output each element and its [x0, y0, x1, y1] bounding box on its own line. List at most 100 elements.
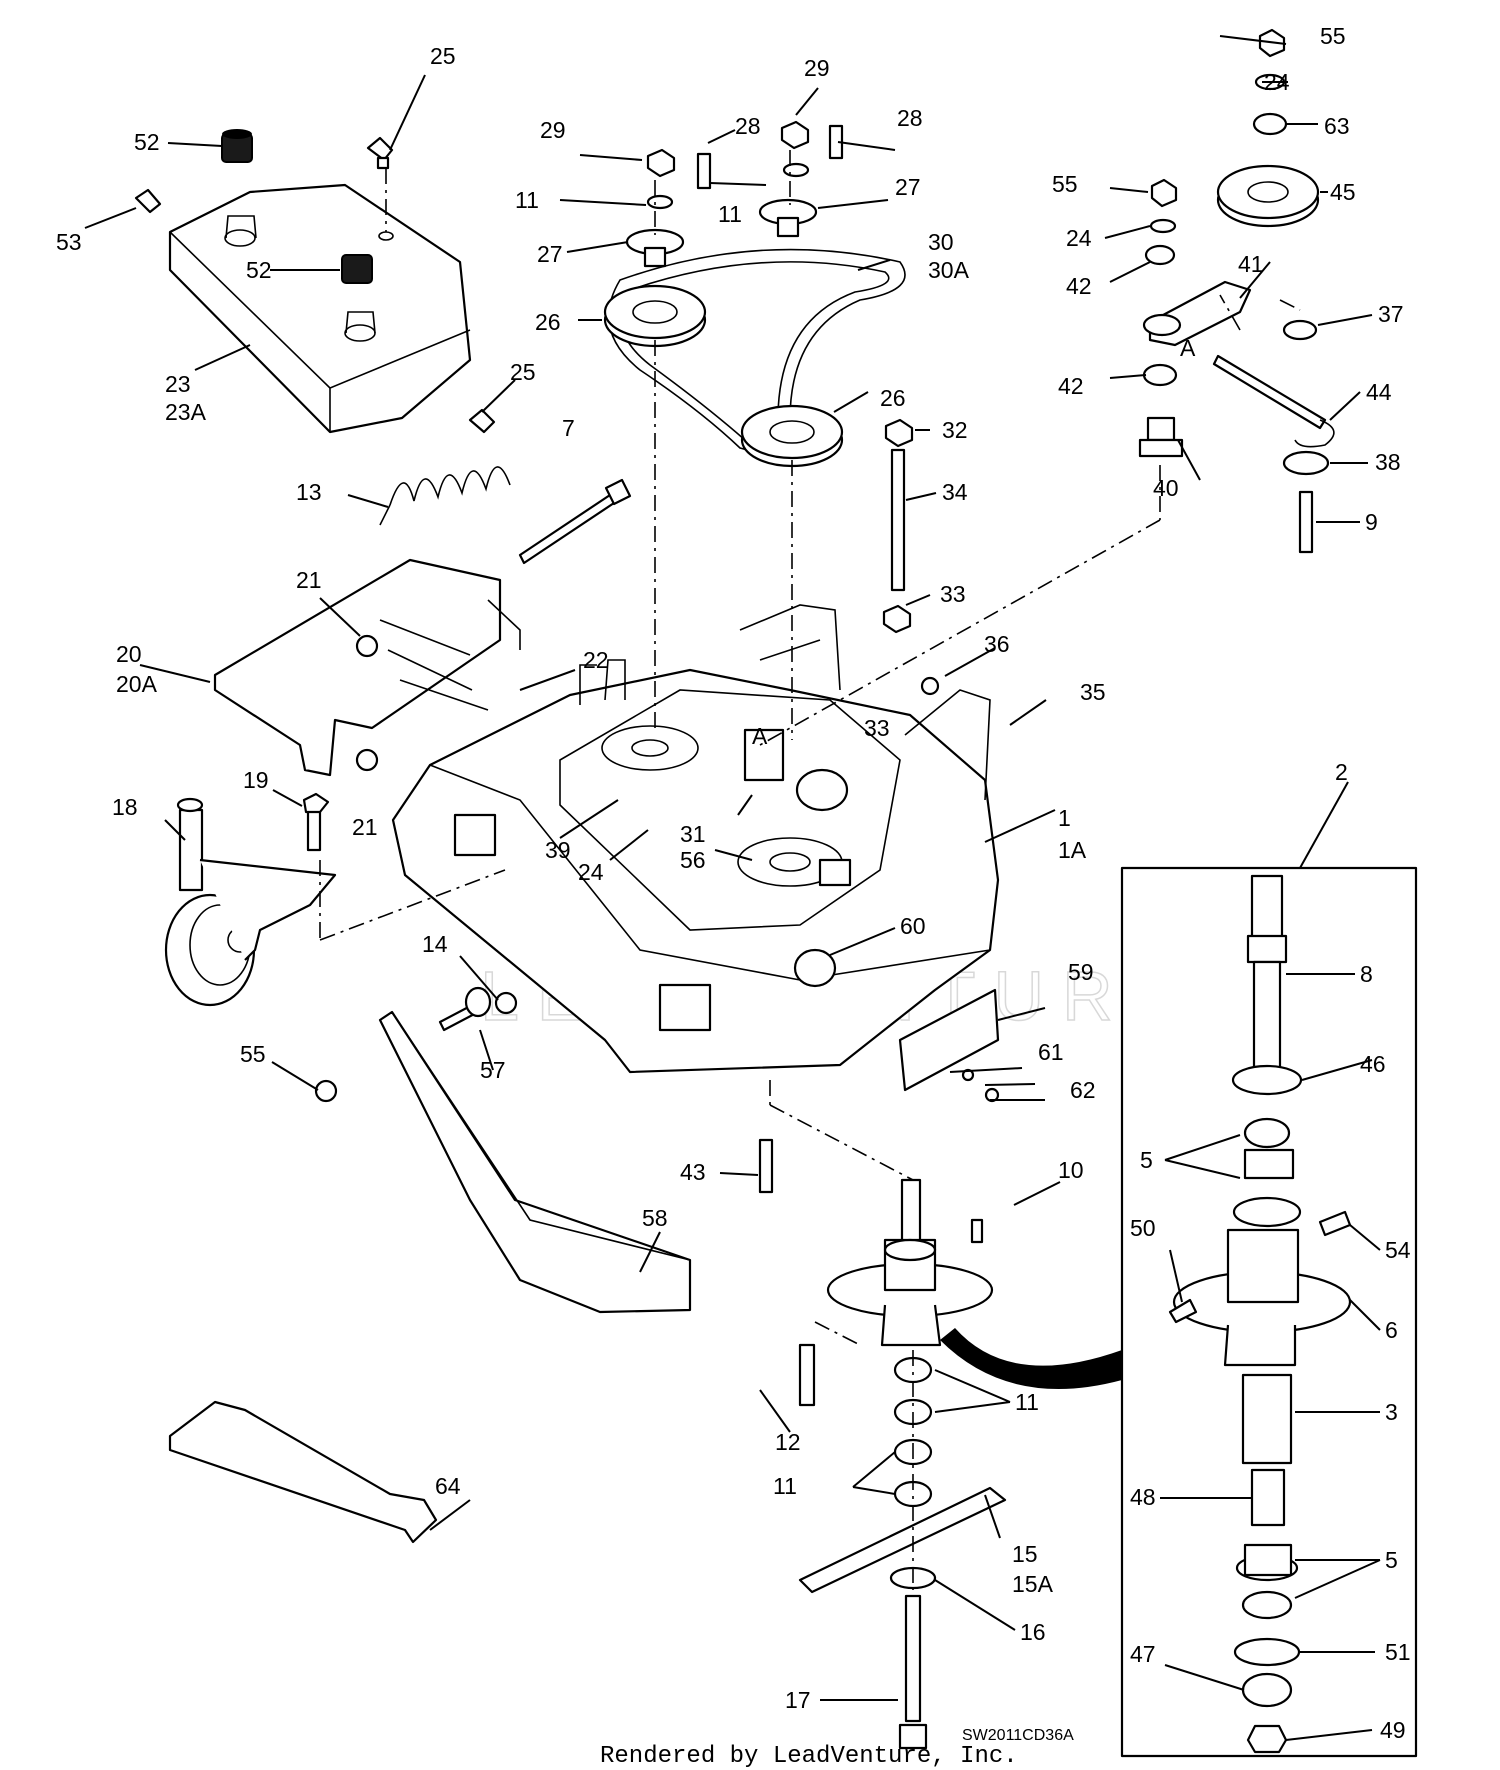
- callout: 46: [1360, 1051, 1386, 1077]
- carriage-bolt-part: [438, 986, 492, 1032]
- callout: A: [1180, 335, 1196, 361]
- detail-connector: [940, 1328, 1122, 1389]
- callout: 13: [296, 479, 322, 505]
- callout: 22: [583, 647, 609, 673]
- bearing-part: [1231, 1064, 1303, 1754]
- callout: 51: [1385, 1639, 1411, 1665]
- idler-rod-part: [1212, 319, 1335, 554]
- callout: 32: [942, 417, 968, 443]
- callout: 11: [1015, 1389, 1039, 1415]
- callout: 5: [1385, 1547, 1398, 1573]
- callout: 41: [1238, 251, 1264, 277]
- callout: 9: [1365, 509, 1378, 535]
- callout: 49: [1380, 1717, 1406, 1743]
- callout: 45: [1330, 179, 1356, 205]
- hub-part: [625, 198, 818, 268]
- callout: 20A: [116, 671, 158, 697]
- callout: 25: [510, 359, 536, 385]
- callout: 16: [1020, 1619, 1046, 1645]
- callout: 11: [773, 1473, 797, 1499]
- callout: 48: [1130, 1484, 1156, 1510]
- callout: 61: [1038, 1039, 1064, 1065]
- callout: 23: [165, 371, 191, 397]
- callout: 53: [56, 229, 82, 255]
- leader-lines: [84, 35, 1381, 1741]
- callout: 14: [422, 931, 448, 957]
- callout: A: [752, 723, 768, 749]
- callout: 30: [928, 229, 954, 255]
- callout: 23A: [165, 399, 207, 425]
- callout: 1: [1058, 805, 1071, 831]
- callout: 15: [1012, 1541, 1038, 1567]
- callout-labels: 1 1A 2 3 5 5 6 7 8 9 10 11 11 11 11 12 1…: [56, 23, 1411, 1743]
- stud-part: [882, 418, 914, 634]
- long-bolt-part: [518, 478, 632, 565]
- callout: 11: [515, 187, 539, 213]
- callout: 11: [718, 201, 742, 227]
- callout: 2: [1335, 759, 1348, 785]
- callout: 57: [480, 1057, 506, 1083]
- callout: 62: [1070, 1077, 1096, 1103]
- callout: 40: [1153, 475, 1179, 501]
- callout: 52: [134, 129, 160, 155]
- callout: 27: [895, 174, 921, 200]
- callout: 18: [112, 794, 138, 820]
- callout: 29: [540, 117, 566, 143]
- bumper-part: [378, 1010, 692, 1314]
- render-credit: Rendered by LeadVenture, Inc.: [600, 1743, 1018, 1770]
- nut-part: [314, 634, 940, 1103]
- spring-part: [379, 466, 511, 526]
- callout: 21: [352, 814, 378, 840]
- spindle-housing-part: [826, 1178, 994, 1347]
- callout: 26: [535, 309, 561, 335]
- callout: 3: [1385, 1399, 1398, 1425]
- callout: 42: [1058, 373, 1084, 399]
- callout: 37: [1378, 301, 1404, 327]
- callout: 8: [1360, 961, 1373, 987]
- callout: 50: [1130, 1215, 1156, 1241]
- callout: 54: [1385, 1237, 1411, 1263]
- callout: 21: [296, 567, 322, 593]
- baffle-part: [168, 1400, 438, 1544]
- callout: 25: [430, 43, 456, 69]
- callout: 60: [900, 913, 926, 939]
- callout: 24: [1264, 69, 1290, 95]
- callout: 44: [1366, 379, 1392, 405]
- callout: 5: [1140, 1147, 1153, 1173]
- callout: 27: [537, 241, 563, 267]
- callout: 10: [1058, 1157, 1084, 1183]
- callout: 28: [735, 113, 761, 139]
- belt-cover-part: [168, 183, 472, 434]
- callout: 31: [680, 821, 706, 847]
- blade-part: [798, 1486, 1007, 1750]
- callout: 64: [435, 1473, 461, 1499]
- callout: 47: [1130, 1641, 1156, 1667]
- callout: 28: [897, 105, 923, 131]
- callout: 6: [1385, 1317, 1398, 1343]
- callout: 17: [785, 1687, 811, 1713]
- callout: 42: [1066, 273, 1092, 299]
- callout: 55: [240, 1041, 266, 1067]
- callout: 39: [545, 837, 571, 863]
- callout: 58: [642, 1205, 668, 1231]
- callout: 38: [1375, 449, 1401, 475]
- callout: 24: [578, 859, 604, 885]
- callout: 26: [880, 385, 906, 411]
- callout: 19: [243, 767, 269, 793]
- knob-part: [134, 136, 496, 434]
- callout: 20: [116, 641, 142, 667]
- caster-wheel-part: [164, 797, 337, 1007]
- foam-plug-part: [221, 129, 373, 284]
- idler-bracket-part: [213, 558, 521, 777]
- callout: 36: [984, 631, 1010, 657]
- callout: 52: [246, 257, 272, 283]
- callout: 35: [1080, 679, 1106, 705]
- callout: 59: [1068, 959, 1094, 985]
- callout: 1A: [1058, 837, 1087, 863]
- pivot-part: [1138, 416, 1184, 458]
- callout: 30A: [928, 257, 970, 283]
- mower-deck-part: [391, 604, 1000, 1074]
- pulley-part: [603, 284, 844, 468]
- spindle-shaft-part: [1246, 874, 1288, 1084]
- callout: 7: [562, 415, 575, 441]
